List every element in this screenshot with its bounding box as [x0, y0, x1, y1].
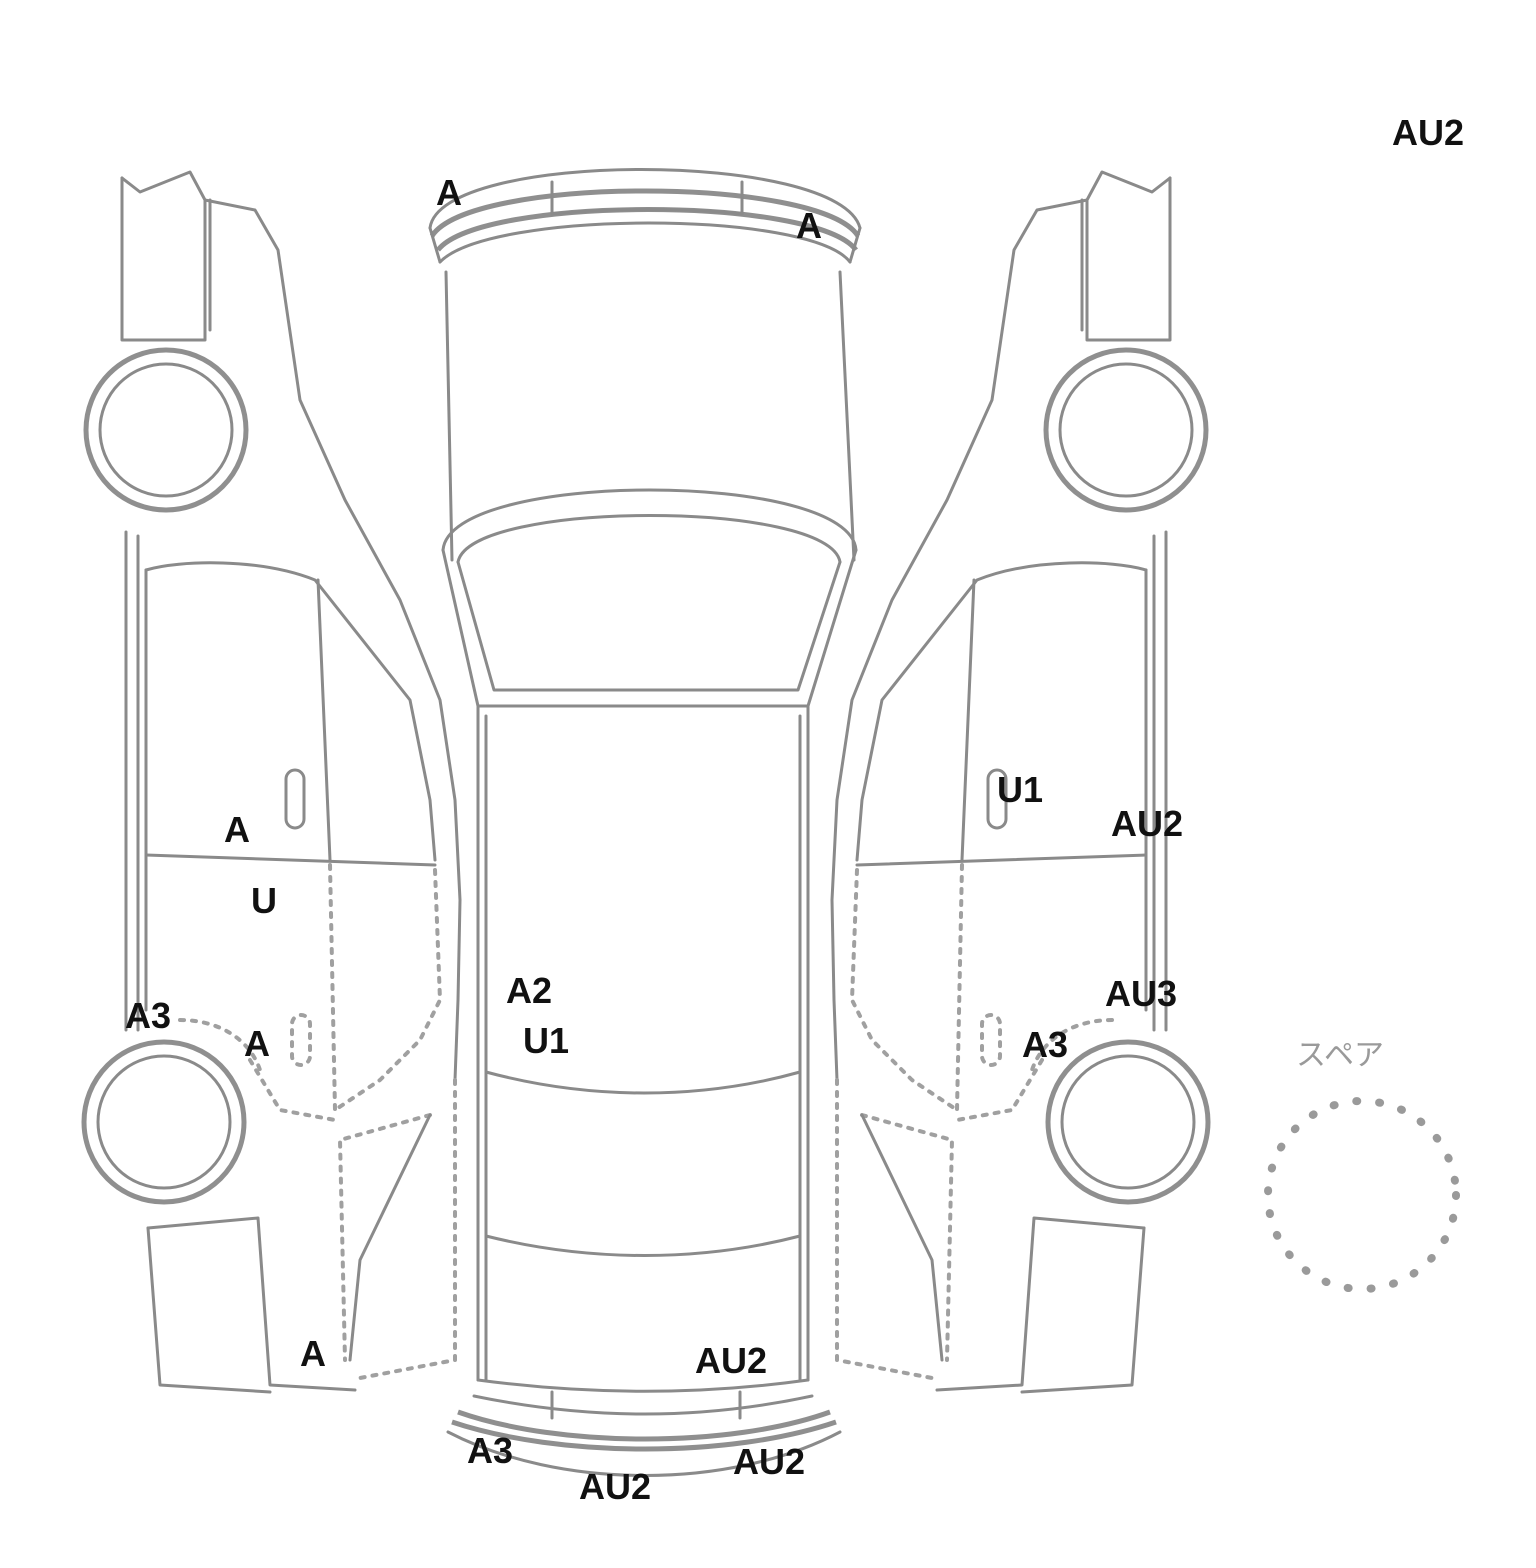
damage-mark: A: [300, 1333, 326, 1374]
damage-mark: A3: [466, 1430, 514, 1471]
damage-mark: A3: [124, 995, 172, 1036]
damage-mark: A: [244, 1023, 270, 1064]
damage-mark: AU2: [1110, 803, 1184, 844]
hood: [444, 270, 856, 562]
spare-tire-label: スペア: [1296, 1038, 1384, 1073]
damage-mark: A: [224, 809, 250, 850]
damage-mark: U: [251, 880, 277, 921]
damage-mark: AU2: [1391, 112, 1465, 153]
damage-mark: AU2: [578, 1466, 652, 1507]
damage-mark: U1: [522, 1020, 570, 1061]
left-side-view: [81, 170, 462, 1394]
damage-mark: A3: [1021, 1024, 1069, 1065]
windshield: [441, 488, 858, 708]
roof: [476, 704, 810, 1382]
damage-mark: A: [796, 205, 822, 246]
front-bumper: [428, 168, 862, 264]
damage-mark: A2: [505, 970, 553, 1011]
damage-mark: AU3: [1104, 973, 1178, 1014]
rear-bumper: [446, 1378, 842, 1477]
damage-mark: A: [436, 172, 462, 213]
damage-mark: AU2: [732, 1441, 806, 1482]
damage-mark: U1: [996, 769, 1044, 810]
right-side-view: [830, 170, 1211, 1394]
spare-tire-outline: [1264, 1097, 1460, 1293]
damage-mark: AU2: [694, 1340, 768, 1381]
